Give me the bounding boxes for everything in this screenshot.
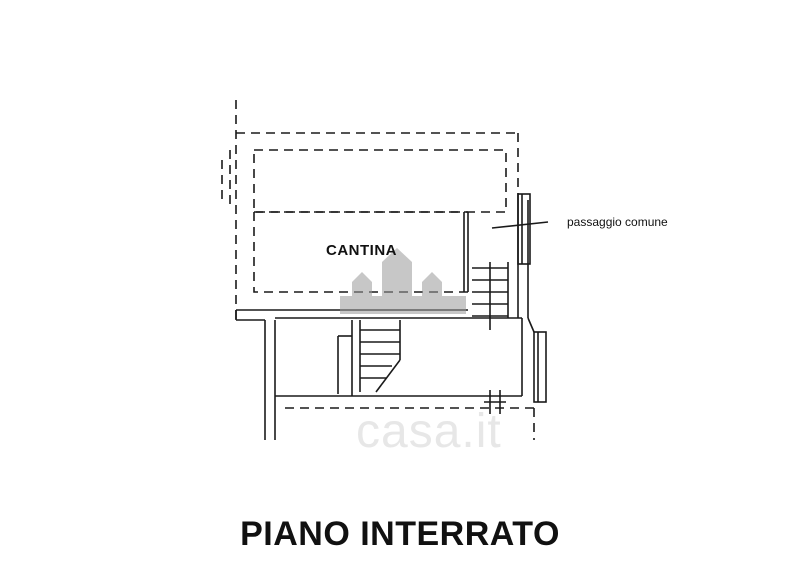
- upper-room-outline: [253, 149, 507, 213]
- passage-stairs: [472, 221, 549, 330]
- note-label-common-passage: passaggio comune: [567, 215, 668, 229]
- watermark-logo-icon: [340, 248, 466, 314]
- lower-dashed-boundary: [285, 407, 535, 440]
- inner-stair: [337, 320, 401, 396]
- plan-title: PIANO INTERRATO: [240, 515, 560, 553]
- right-window-lower: [527, 317, 547, 403]
- room-label-cantina: CANTINA: [326, 242, 397, 259]
- outer-dashed-boundary: [221, 100, 519, 320]
- cantina-room: [253, 211, 469, 293]
- tick-marks: [484, 390, 506, 414]
- outer-walls: [235, 200, 529, 440]
- watermark-text: casa.it: [356, 405, 502, 458]
- right-window-upper: [517, 193, 531, 265]
